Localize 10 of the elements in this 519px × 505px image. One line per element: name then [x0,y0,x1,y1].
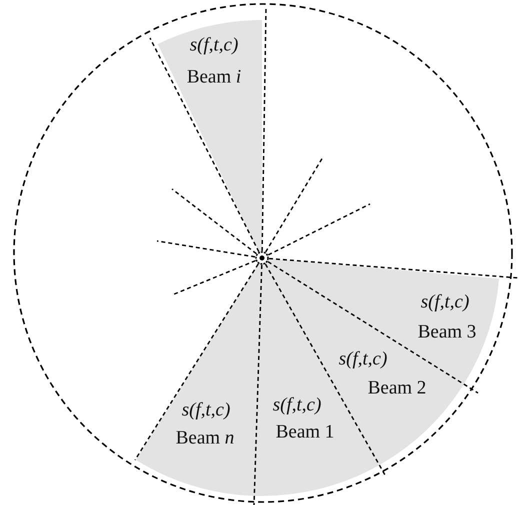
signal-formula: s(f,t,c) [190,36,238,54]
beam-label: Beam i [186,68,242,86]
beam-label: Beam 2 [368,378,426,398]
signal-formula: s(f,t,c) [272,396,322,414]
signal-formula: s(f,t,c) [420,292,470,312]
beam-label: Beam n [176,428,234,448]
beam-label: Beam 3 [418,322,476,342]
signal-formula: s(f,t,c) [182,400,230,420]
signal-formula: s(f,t,c) [338,350,388,368]
beam-label: Beam 1 [276,422,334,442]
